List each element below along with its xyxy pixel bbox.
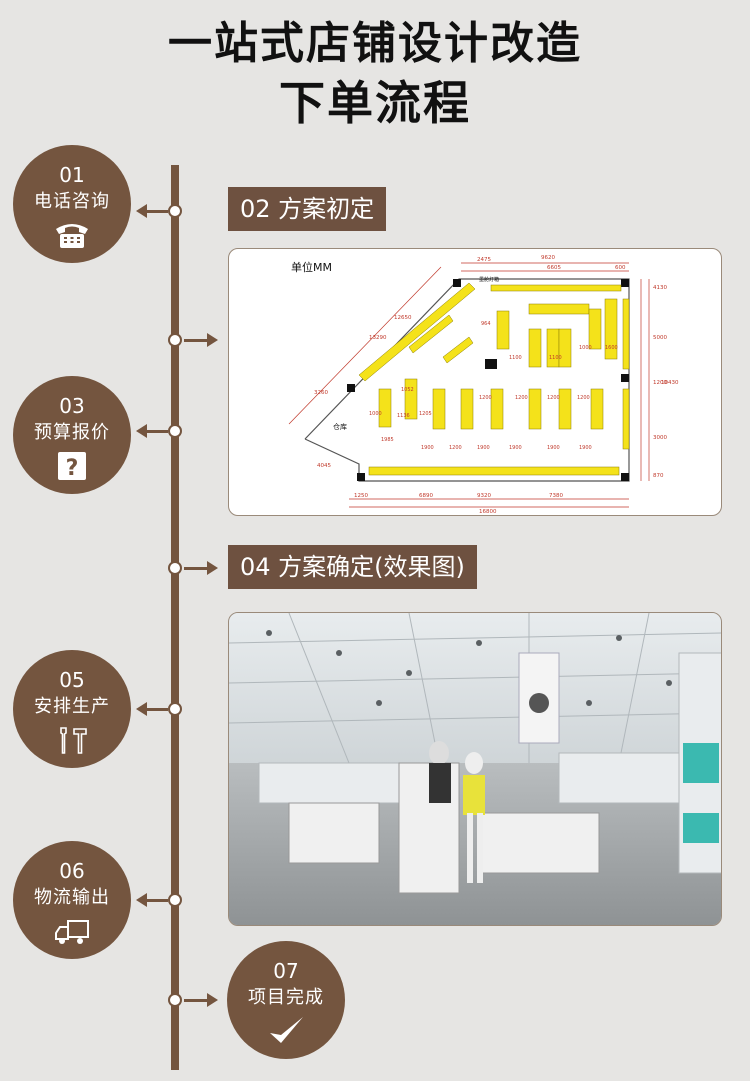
step-03-label: 预算报价 <box>34 422 110 443</box>
step-01-number: 01 <box>59 163 85 187</box>
fixture-val-4: 1900 <box>421 445 434 451</box>
step-05-number: 05 <box>59 668 85 692</box>
step-06-circle: 06 物流输出 <box>13 841 131 959</box>
step-05-circle: 05 安排生产 <box>13 650 131 768</box>
dim-bottom-3: 7380 <box>549 493 563 499</box>
arrow-right-04 <box>184 561 218 575</box>
step-06-label: 物流输出 <box>34 887 110 908</box>
phone-icon <box>56 224 88 248</box>
page-title: 一站式店铺设计改造 <box>168 18 582 69</box>
step-03-circle: 03 预算报价 ? <box>13 376 131 494</box>
svg-text:?: ? <box>66 456 79 481</box>
dim-top-2: 6605 <box>547 265 561 271</box>
fixture-val-10: 1200 <box>479 395 492 401</box>
dim-right-1: 5000 <box>653 335 667 341</box>
fixture-val-11: 1900 <box>509 445 522 451</box>
dim-left-2: 3260 <box>314 390 328 396</box>
fixture-val-16: 1900 <box>579 445 592 451</box>
dim-right-0: 4130 <box>653 285 667 291</box>
fixture-val-8: 1205 <box>419 411 432 417</box>
dim-bottom-0: 1250 <box>354 493 368 499</box>
fixture-val-15: 1600 <box>605 345 618 351</box>
arrow-left-06 <box>136 893 168 907</box>
fixture-val-3: 1000 <box>579 345 592 351</box>
fixture-val-18: 1052 <box>401 387 414 393</box>
fixture-val-17: 1200 <box>577 395 590 401</box>
dim-left-0: 13290 <box>369 335 387 341</box>
store-rendering-drawing <box>229 613 721 925</box>
dim-left-1: 12650 <box>394 315 412 321</box>
page-subtitle: 下单流程 <box>279 76 471 130</box>
tools-icon <box>60 727 87 754</box>
fixture-val-1: 1100 <box>509 355 522 361</box>
step-06-number: 06 <box>59 859 85 883</box>
dim-bottom-4: 16800 <box>479 509 497 515</box>
fixture-val-6: 1136 <box>397 413 410 419</box>
banner-step-02: 02 方案初定 <box>228 187 387 231</box>
floorplan-storage-label: 仓库 <box>333 422 347 431</box>
dim-top-0: 2475 <box>477 257 491 263</box>
floorplan-lightbox-label: 墨舱灯箱 <box>479 276 499 283</box>
timeline-dot-06 <box>168 893 182 907</box>
step-01-label: 电话咨询 <box>34 191 110 212</box>
dim-right-3: 10430 <box>661 380 679 386</box>
dim-top-3: 600 <box>615 265 626 271</box>
banner-step-04: 04 方案确定(效果图) <box>228 545 477 589</box>
fixture-val-0: 1000 <box>369 411 382 417</box>
timeline-dot-03 <box>168 424 182 438</box>
arrow-left-01 <box>136 204 168 218</box>
timeline-dot-02 <box>168 333 182 347</box>
timeline-line <box>171 165 179 1070</box>
fixture-val-12: 1200 <box>515 395 528 401</box>
checkmark-icon <box>270 1017 303 1043</box>
dim-right-4: 3000 <box>653 435 667 441</box>
dim-right-2: 1200 <box>653 380 667 386</box>
step-07-circle: 07 项目完成 <box>227 941 345 1059</box>
dim-left-3: 4045 <box>317 463 331 469</box>
step-03-number: 03 <box>59 394 85 418</box>
floorplan-unit-label: 单位MM <box>291 260 332 274</box>
fixture-val-13: 1900 <box>547 445 560 451</box>
floorplan-image: 单位MM 2475 9620 6605 600 1250 6890 9320 7… <box>228 248 722 516</box>
dim-top-1: 9620 <box>541 255 555 261</box>
arrow-right-02 <box>184 333 218 347</box>
dim-bottom-2: 9320 <box>477 493 491 499</box>
arrow-left-05 <box>136 702 168 716</box>
step-01-circle: 01 电话咨询 <box>13 145 131 263</box>
fixture-val-14: 1200 <box>547 395 560 401</box>
step-07-number: 07 <box>273 959 299 983</box>
question-icon: ? <box>58 452 86 481</box>
timeline-dot-05 <box>168 702 182 716</box>
fixture-val-2: 1100 <box>549 355 562 361</box>
arrow-left-03 <box>136 424 168 438</box>
timeline-dot-04 <box>168 561 182 575</box>
dim-right-5: 870 <box>653 473 664 479</box>
step-05-label: 安排生产 <box>34 696 110 717</box>
fixture-val-5: 1200 <box>449 445 462 451</box>
step-07-label: 项目完成 <box>248 987 324 1008</box>
timeline-dot-01 <box>168 204 182 218</box>
fixture-val-19: 964 <box>481 321 491 327</box>
dim-bottom-1: 6890 <box>419 493 433 499</box>
floorplan-drawing: 单位MM 2475 9620 6605 600 1250 6890 9320 7… <box>288 255 679 515</box>
arrow-right-07 <box>184 993 218 1007</box>
store-rendering-image <box>228 612 722 926</box>
fixture-val-7: 1985 <box>381 437 394 443</box>
fixture-val-9: 1900 <box>477 445 490 451</box>
timeline-dot-07 <box>168 993 182 1007</box>
truck-icon <box>55 920 89 944</box>
